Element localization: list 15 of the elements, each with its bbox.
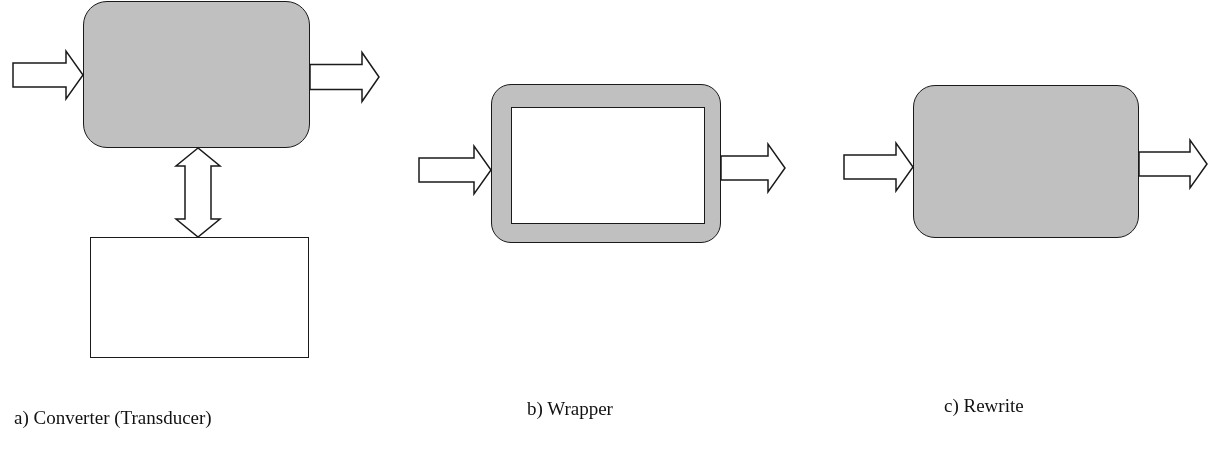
- process-block: [913, 85, 1139, 238]
- block-arrow: [1138, 137, 1208, 191]
- inner-block: [510, 106, 705, 224]
- figure-caption: c) Rewrite: [944, 395, 1024, 417]
- block-arrow: [309, 50, 380, 104]
- figure-caption: a) Converter (Transducer): [14, 407, 212, 429]
- wrapper-frame: [491, 84, 721, 243]
- block-arrow: [720, 141, 786, 195]
- rectangle-block: [90, 237, 309, 358]
- block-arrow: [418, 143, 492, 197]
- block-arrow: [173, 147, 223, 238]
- block-arrow: [843, 140, 914, 194]
- block-arrow: [12, 48, 84, 102]
- figure-caption: b) Wrapper: [527, 398, 613, 420]
- process-block: [83, 1, 310, 148]
